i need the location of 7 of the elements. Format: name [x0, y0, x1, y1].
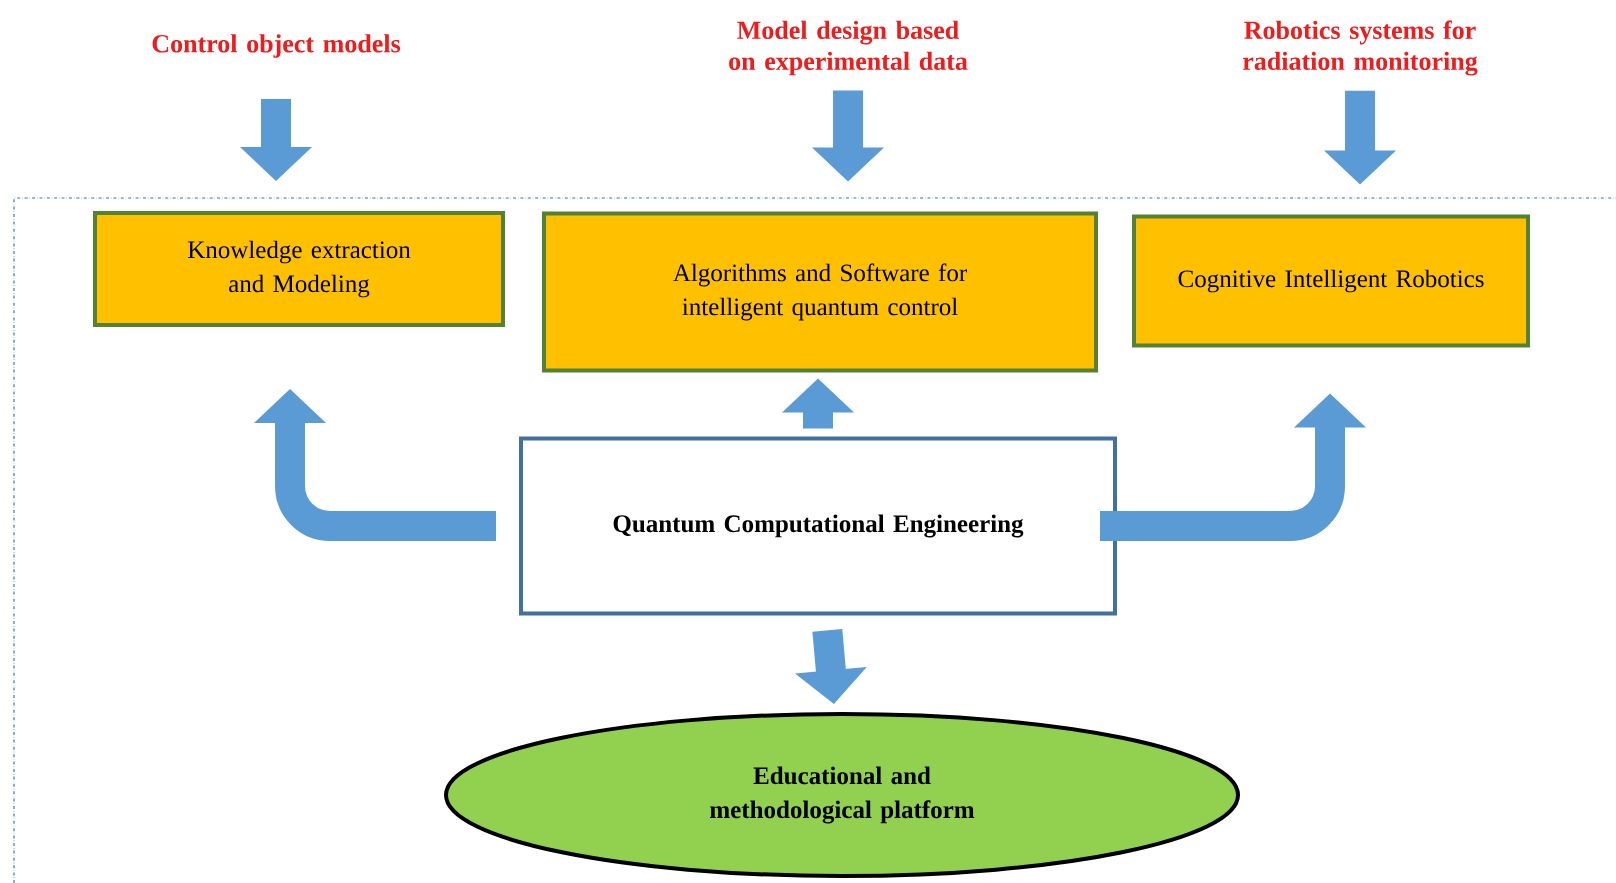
process-box: Quantum Computational Engineering	[519, 436, 1117, 616]
process-box: Cognitive Intelligent Robotics	[1132, 214, 1530, 348]
heading-text: Model design based on experimental data	[729, 20, 968, 76]
process-box: Knowledge extraction and Modeling	[93, 211, 505, 327]
process-box: Algorithms and Software for intelligent quantum control	[542, 211, 1098, 373]
heading-text: Robotics systems for radiation monitoring	[1243, 20, 1478, 76]
heading-text: Control object models	[152, 34, 401, 58]
